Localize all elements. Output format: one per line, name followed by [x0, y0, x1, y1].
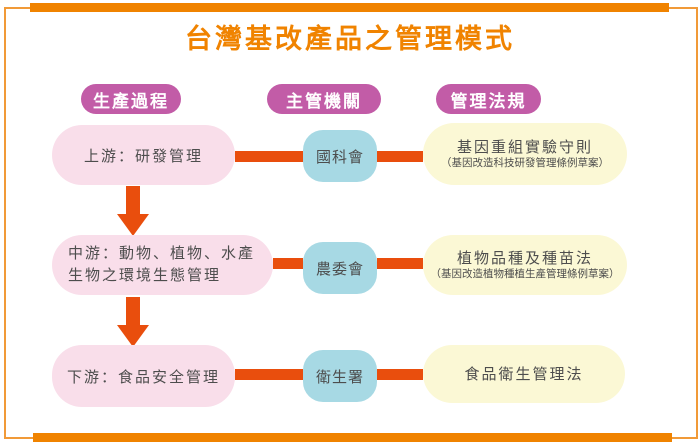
bottom-orange-bar	[33, 433, 672, 442]
process-line: 中游：動物、植物、水產	[68, 244, 256, 263]
connector-bar	[377, 258, 423, 269]
process-box-upstream: 上游：研發管理	[52, 125, 235, 185]
agency-box-nsc: 國科會	[303, 130, 377, 182]
connector-bar	[377, 151, 423, 162]
process-line: 生物之環境生態管理	[68, 266, 222, 284]
agency-box-coa: 農委會	[303, 242, 377, 294]
process-box-midstream: 中游：動物、植物、水產 生物之環境生態管理	[52, 235, 273, 295]
law-box-upstream: 基因重組實驗守則 （基因改造科技研發管理條例草案）	[423, 123, 627, 185]
process-box-downstream: 下游：食品安全管理	[52, 345, 235, 407]
law-title: 食品衛生管理法	[464, 364, 584, 383]
top-orange-bar	[30, 3, 669, 12]
column-header-agency: 主管機關	[267, 84, 381, 114]
column-header-process: 生產過程	[81, 84, 181, 114]
down-arrow-icon	[117, 186, 149, 236]
law-title: 植物品種及種苗法	[456, 249, 593, 268]
down-arrow-icon	[117, 297, 149, 347]
page-title: 台灣基改產品之管理模式	[185, 24, 515, 55]
connector-bar	[235, 151, 303, 162]
law-title: 基因重組實驗守則	[456, 138, 593, 157]
law-note: （基因改造植物種植生產管理條例草案）	[430, 268, 620, 281]
law-note: （基因改造科技研發管理條例草案）	[441, 157, 609, 170]
law-box-midstream: 植物品種及種苗法 （基因改造植物種植生產管理條例草案）	[423, 235, 627, 295]
column-header-regulation: 管理法規	[436, 84, 541, 114]
connector-bar	[235, 369, 303, 380]
connector-bar	[377, 369, 423, 380]
law-box-downstream: 食品衛生管理法	[423, 345, 625, 403]
agency-box-doh: 衛生署	[303, 350, 377, 402]
connector-bar	[273, 258, 303, 269]
